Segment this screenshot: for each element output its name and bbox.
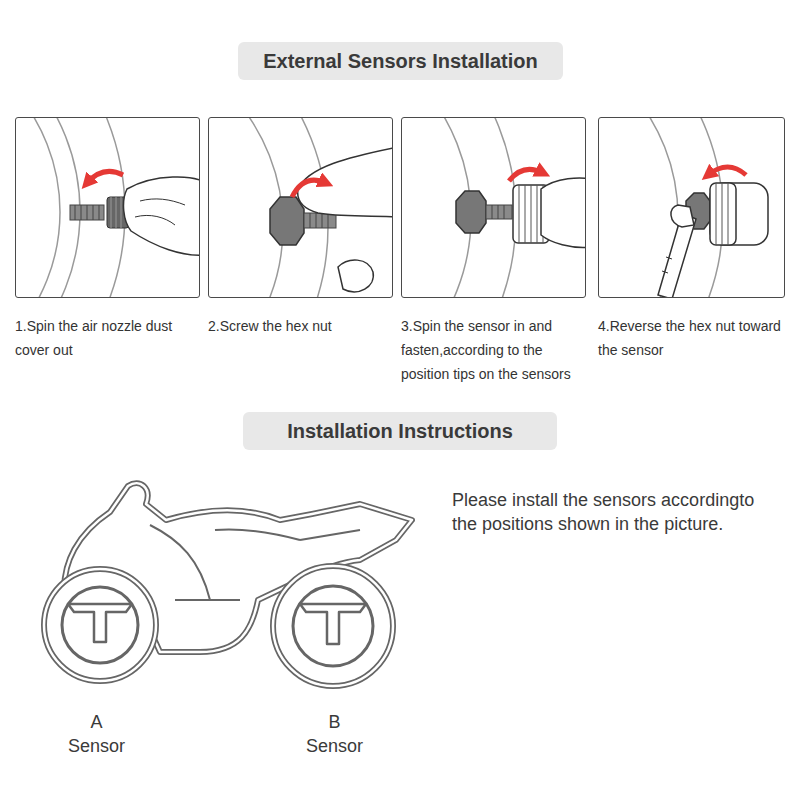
- step-illustration: [402, 118, 585, 297]
- step-panel: 3.Spin the sensor in and fasten,accordin…: [401, 117, 586, 386]
- step-caption: 1.Spin the air nozzle dust cover out: [15, 314, 200, 362]
- sensor-label: A Sensor: [68, 710, 125, 758]
- step-panel: 2.Screw the hex nut: [208, 117, 393, 338]
- step-panel: 4.Reverse the hex nut toward the sensor: [598, 117, 785, 362]
- panel-frame: [208, 117, 393, 298]
- step-panel: 1.Spin the air nozzle dust cover out: [15, 117, 200, 362]
- step-illustration: [599, 118, 768, 297]
- section-heading: External Sensors Installation: [238, 42, 563, 80]
- panel-frame: [401, 117, 586, 298]
- panel-frame: [15, 117, 200, 298]
- step-illustration: [16, 118, 199, 297]
- step-caption: 2.Screw the hex nut: [208, 314, 393, 338]
- motorcycle-outline: [44, 483, 412, 686]
- instruction-note: Please install the sensors accordingto t…: [452, 488, 782, 536]
- step-caption: 4.Reverse the hex nut toward the sensor: [598, 314, 785, 362]
- sensor-label: B Sensor: [306, 710, 363, 758]
- heading-text: External Sensors Installation: [263, 50, 538, 73]
- heading-text: Installation Instructions: [287, 420, 513, 443]
- step-caption: 3.Spin the sensor in and fasten,accordin…: [401, 314, 586, 386]
- step-illustration: [209, 118, 392, 297]
- section-heading: Installation Instructions: [243, 412, 557, 450]
- panel-frame: [598, 117, 785, 298]
